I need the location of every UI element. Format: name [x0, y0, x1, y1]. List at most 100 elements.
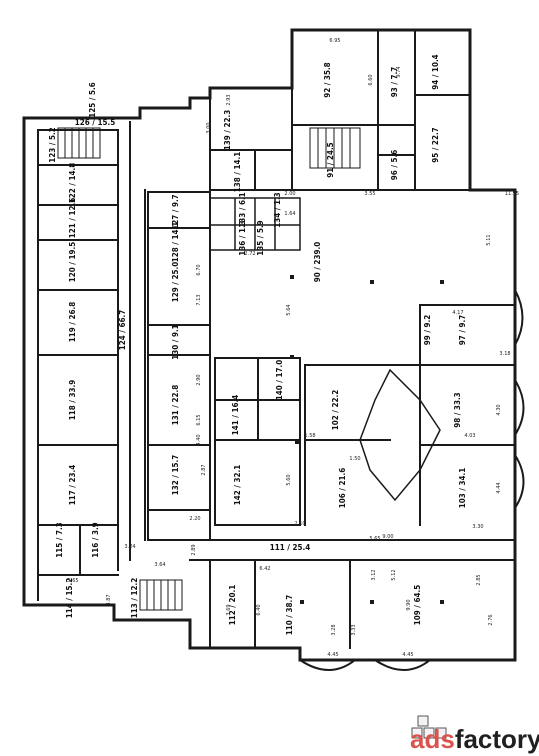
stairs-bottom — [139, 579, 183, 611]
dimension-label: 3.28 — [331, 624, 337, 635]
dimension-label: 4.30 — [496, 404, 502, 415]
room-label-127: 127 / 9.7 — [171, 194, 180, 229]
room-label-110: 110 / 38.7 — [285, 595, 294, 635]
dimension-label: 5.60 — [286, 474, 292, 485]
room-label-128: 128 / 14.1 — [171, 222, 180, 262]
rooms-133-136-walls — [209, 197, 301, 251]
watermark-logo: adsfactory — [410, 715, 539, 754]
room-label-116: 116 / 3.9 — [91, 522, 100, 557]
hall-90-walls — [209, 189, 516, 361]
room-label-131: 131 / 22.8 — [171, 385, 180, 425]
walls-layer — [22, 28, 525, 671]
dimension-label: 4.17 — [452, 310, 463, 316]
bay-windows-right — [513, 288, 525, 510]
dimension-label: 6.42 — [259, 566, 270, 572]
room-label-133: 133 / 6.1 — [238, 192, 247, 227]
rooms-91-96-walls — [291, 29, 471, 191]
room-label-125: 125 / 5.6 — [88, 82, 97, 117]
room-label-115: 115 / 7.3 — [55, 522, 64, 557]
dimension-labels-layer: 6.956.609.743.1811.955.113.555.647.136.7… — [67, 38, 519, 658]
room-label-122: 122 / 14.8 — [68, 163, 77, 203]
dimension-label: 3.00 — [206, 122, 212, 133]
room-labels-layer: 92 / 35.8 93 / 7.7 94 / 10.4 95 / 22.7 91 / … — [48, 54, 467, 635]
room-label-102: 102 / 22.2 — [331, 390, 340, 430]
dimension-label: 3.55 — [364, 191, 375, 197]
dimension-label: 2.10 — [294, 521, 305, 527]
dimension-label: 4.03 — [464, 433, 475, 439]
room-label-95: 95 / 22.7 — [431, 127, 440, 162]
dimension-label: 2.93 — [226, 94, 232, 105]
room-label-92: 92 / 35.8 — [323, 62, 332, 97]
dimension-label: 4.45 — [402, 652, 413, 658]
room-label-98: 98 / 33.3 — [453, 392, 462, 427]
watermark-factory-text: factory — [455, 724, 539, 754]
dimension-label: 4.44 — [496, 482, 502, 493]
room-label-120: 120 / 19.5 — [68, 242, 77, 282]
room-label-119: 119 / 26.8 — [68, 302, 77, 342]
dimension-label: 2.89 — [191, 544, 197, 555]
dimension-label: 6.15 — [196, 414, 202, 425]
room-label-97: 97 / 9.7 — [458, 315, 467, 345]
dimension-label: 5.65 — [369, 536, 380, 542]
room-label-134: 134 / 1.3 — [273, 192, 282, 227]
room-label-90: 90 / 239.0 — [313, 242, 322, 282]
stacked-boxes-logo-icon — [411, 715, 447, 739]
room-label-118: 118 / 33.9 — [68, 380, 77, 420]
dimension-label: 2.00 — [284, 191, 295, 197]
stairs-left — [57, 127, 101, 159]
dimension-label: 2.85 — [476, 574, 482, 585]
room-label-93: 93 / 7.7 — [390, 67, 399, 97]
dimension-label: 2.20 — [189, 516, 200, 522]
room-label-124: 124 / 66.7 — [118, 310, 127, 350]
dimension-label: 1.58 — [304, 433, 315, 439]
room-label-126: 126 / 15.5 — [75, 118, 115, 127]
room-label-130: 130 / 9.1 — [171, 324, 180, 359]
rooms-97-106-walls — [304, 304, 516, 526]
room-label-140: 140 / 17.0 — [275, 360, 284, 400]
room-label-94: 94 / 10.4 — [431, 54, 440, 89]
room-label-121: 121 / 12.6 — [68, 198, 77, 238]
dimension-label: 1.64 — [284, 211, 295, 217]
room-label-132: 132 / 15.7 — [171, 455, 180, 495]
room-label-96: 96 / 5.6 — [390, 150, 399, 180]
dimension-label: 7.13 — [196, 294, 202, 305]
room-label-142: 142 / 32.1 — [233, 465, 242, 505]
room-label-136: 136 / 1.3 — [238, 220, 247, 255]
dimension-label: 2.76 — [488, 614, 494, 625]
dimension-label: 9.74 — [396, 66, 402, 77]
dimension-label: 5.65 — [67, 578, 78, 584]
dimension-label: 3.64 — [154, 562, 165, 568]
room-label-114: 114 / 15.2 — [65, 578, 74, 618]
dimension-label: 3.87 — [106, 594, 112, 605]
dimension-label: 3.33 — [351, 624, 357, 635]
left-wing-inner-walls — [37, 129, 119, 601]
room-label-135: 135 / 5.9 — [256, 220, 265, 255]
dimension-label: 2.72 — [244, 251, 255, 257]
room-label-123: 123 / 5.2 — [48, 127, 57, 162]
bay-windows-bottom — [298, 658, 432, 671]
lobby-diagonal-walls — [359, 368, 441, 502]
room-label-113: 113 / 12.2 — [130, 578, 139, 618]
room-label-141: 141 / 16.4 — [231, 395, 240, 435]
dimension-label: 3.24 — [124, 544, 135, 550]
dimension-label: 2.87 — [201, 464, 207, 475]
room-label-112: 112 / 20.1 — [228, 585, 237, 625]
room-label-111: 111 / 25.4 — [270, 543, 310, 552]
room-label-139: 139 / 22.3 — [223, 110, 232, 150]
dimension-label: 4.40 — [196, 434, 202, 445]
dimension-label: 3.18 — [499, 351, 510, 357]
room-label-91: 91 / 24.5 — [326, 142, 335, 177]
room-label-117: 117 / 23.4 — [68, 465, 77, 505]
dimension-label: 5.64 — [286, 304, 292, 315]
corridor-left-walls — [129, 121, 146, 561]
rooms-109-112-walls — [189, 539, 516, 649]
dimension-label: 6.40 — [256, 604, 262, 615]
svg-text:adsfactory: adsfactory — [410, 724, 539, 754]
dimension-label: 5.12 — [391, 569, 397, 580]
dimension-label: 3.30 — [472, 524, 483, 530]
room-label-138: 138 / 14.1 — [233, 152, 242, 192]
watermark-ads-text: ads — [410, 724, 455, 754]
dimension-label: 2.90 — [196, 374, 202, 385]
dimension-label: 6.60 — [368, 74, 374, 85]
